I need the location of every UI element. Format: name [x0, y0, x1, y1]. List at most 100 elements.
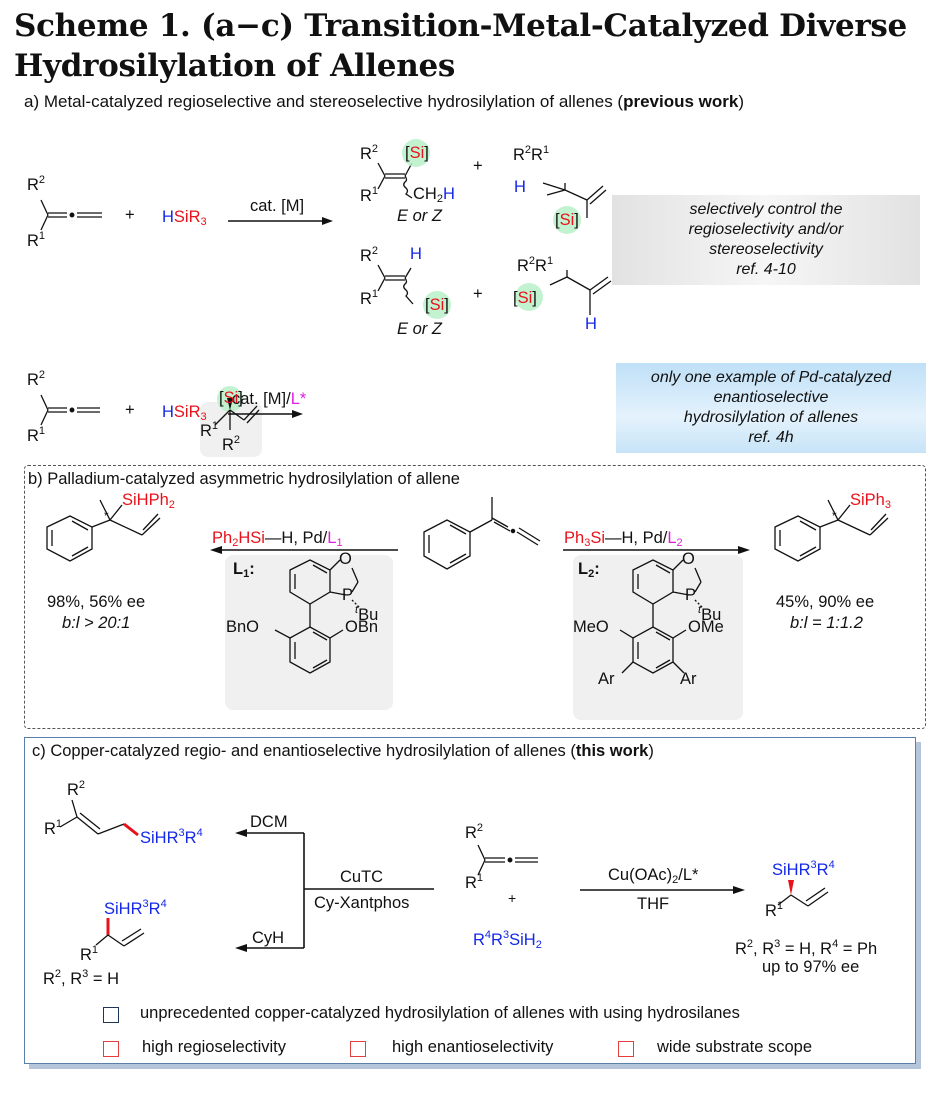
si-highlight [515, 283, 543, 311]
p3-h: H [514, 178, 526, 196]
allene-b [423, 497, 541, 570]
note-pd-example: only one example of Pd-catalyzed enantio… [616, 363, 926, 453]
product-a1-1 [377, 162, 413, 199]
scheme-title: Scheme 1. (a−c) Transition-Metal-Catalyz… [14, 8, 907, 84]
section-a-heading-suffix: ) [738, 92, 745, 111]
c-bottom-r1: R1 [80, 944, 99, 964]
highlight-box-icon [103, 1041, 122, 1060]
plus-a1: + [125, 206, 135, 224]
p3-r2r1: R2R1 [513, 144, 550, 164]
c-bottom-silyl: SiHR3R4 [104, 898, 167, 918]
p2-h: H [410, 245, 422, 263]
section-c-heading: c) Copper-catalyzed regio- and enantiose… [32, 742, 654, 761]
product-b-left-silyl: SiHPh2 [122, 491, 175, 511]
c-bottom-note: R2, R3 = H [43, 968, 119, 988]
product-a1-4 [549, 270, 612, 315]
p1-r1: R1 [360, 185, 379, 205]
l1-obn-left: BnO [226, 618, 260, 636]
bl-ratio-left: b:l > 20:1 [62, 614, 131, 632]
product-a2 [214, 398, 260, 430]
p2-r1: R1 [360, 288, 379, 308]
c-catalyst-cutc: CuTC [340, 868, 384, 886]
allene2-r2: R2 [27, 369, 46, 389]
l2-o: O [682, 550, 695, 568]
bl-ratio-right: b:l = 1:1.2 [790, 614, 863, 632]
note2-line: ref. 4h [748, 429, 794, 446]
ligand-l1 [274, 559, 361, 674]
l1-p: P [342, 586, 354, 604]
l2-ome-left: MeO [573, 618, 609, 636]
c-right-silyl: SiHR3R4 [772, 859, 835, 879]
allene2-r1: R1 [27, 425, 46, 445]
p2-r2: R2 [360, 245, 379, 265]
l1-obn-right: OBn [345, 618, 379, 636]
note-selective-control: selectively control the regioselectivity… [612, 195, 920, 285]
p1-si: [Si] [405, 144, 429, 162]
allene-a2 [40, 394, 100, 426]
p1-eorz: E or Z [397, 207, 442, 225]
l2-ar-left: Ar [598, 670, 615, 688]
note1-line: stereoselectivity [709, 241, 823, 258]
c-top-r1: R1 [44, 818, 63, 838]
reagent-hsir3: HSiR3 [162, 208, 207, 228]
section-a-heading-text: a) Metal-catalyzed regioselective and st… [24, 92, 624, 111]
p4-r2r1: R2R1 [517, 255, 554, 275]
stereocenter-star: * [104, 509, 109, 523]
si-highlight [423, 291, 451, 319]
reagent-hsir3-2: HSiR3 [162, 403, 207, 423]
l2-p: P [685, 586, 697, 604]
highlight-unprecedented: unprecedented copper-catalyzed hydrosily… [140, 1004, 740, 1022]
c-top-r2: R2 [67, 779, 86, 799]
highlight-enantioselectivity: high enantioselectivity [392, 1038, 554, 1056]
highlight-regioselectivity: high regioselectivity [142, 1038, 286, 1056]
l1-o: O [339, 550, 352, 568]
plus-p2: + [473, 285, 483, 303]
product-c-top [59, 799, 139, 837]
si-highlight [402, 139, 430, 167]
conditions-a2-ligand: L* [290, 390, 307, 408]
c-center-r1: R1 [465, 872, 484, 892]
product-a1-2 [377, 264, 414, 305]
product-b-right-silyl: SiPh3 [850, 491, 891, 511]
product-c-right [777, 880, 829, 907]
highlight-box-icon [350, 1041, 369, 1060]
c-solvent-cyh: CyH [252, 929, 285, 947]
arrow-c-branched [245, 832, 434, 949]
c-right-note2: up to 97% ee [762, 958, 860, 976]
product-b-right [774, 499, 889, 562]
note1-line: regioselectivity and/or [688, 221, 844, 238]
p2-si: [Si] [425, 296, 449, 314]
plus-a2: + [125, 401, 135, 419]
note2-line: only one example of Pd-catalyzed [650, 369, 892, 386]
p4-si: [Si] [513, 289, 537, 307]
ligand-l1-label: L1: [233, 560, 255, 580]
p1-ch2h: CH2H [413, 185, 455, 205]
highlight-scope: wide substrate scope [657, 1038, 813, 1056]
c-solvent-dcm: DCM [250, 813, 288, 831]
note1-line: selectively control the [689, 201, 843, 218]
p2-eorz: E or Z [397, 320, 442, 338]
l2-ome-right: OMe [688, 618, 724, 636]
l2-tbu: tBu [698, 604, 722, 624]
c-ligand-xantphos: Cy-Xantphos [314, 894, 410, 912]
ligand-l2-panel [573, 555, 743, 720]
c-right-note1: R2, R3 = H, R4 = Ph [735, 938, 878, 958]
c-center-r2: R2 [465, 822, 484, 842]
c-plus: + [508, 890, 517, 906]
l1-tbu: tBu [355, 604, 379, 624]
section-c-heading-text: c) Copper-catalyzed regio- and enantiose… [32, 742, 576, 760]
product-c-bottom [95, 918, 145, 947]
allene-r2: R2 [27, 174, 46, 194]
yield-ee-right: 45%, 90% ee [776, 593, 875, 611]
c-top-silyl: SiHR3R4 [140, 827, 203, 847]
si-highlight [553, 206, 581, 234]
section-c-heading-bold: this work [575, 742, 649, 760]
note1-line: ref. 4-10 [736, 261, 796, 278]
section-a-heading-bold: previous work [623, 92, 739, 111]
conditions-a2: cat. [M]/L* [232, 390, 306, 409]
ligand-l2 [619, 559, 704, 674]
section-c-heading-suffix: ) [648, 742, 654, 760]
p4-h: H [585, 315, 597, 333]
yield-ee-left: 98%, 56% ee [47, 593, 146, 611]
